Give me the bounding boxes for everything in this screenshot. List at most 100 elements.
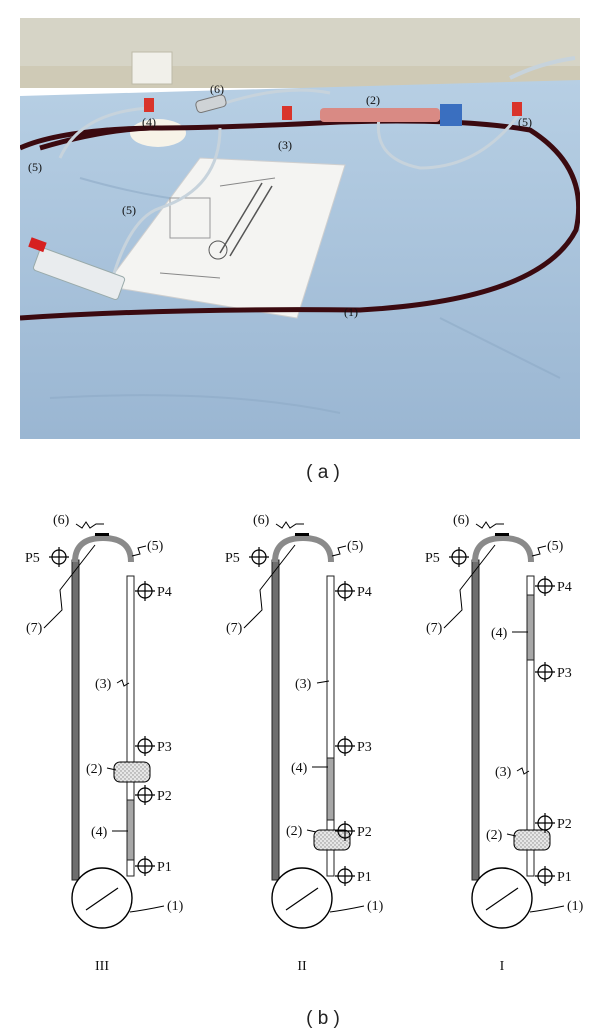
pump-wheel <box>71 867 133 929</box>
config-label-III: III <box>95 959 109 974</box>
blood-segment <box>326 757 335 821</box>
part-label-5: (5) <box>547 539 564 554</box>
port-P2 <box>335 821 355 841</box>
return-tube <box>71 559 80 881</box>
port-label-P1: P1 <box>357 870 372 885</box>
caption-a: ( a ) <box>306 462 340 483</box>
part-label-4: (4) <box>291 761 308 776</box>
part-label-1: (1) <box>567 899 584 914</box>
part-label-2: (2) <box>486 828 503 843</box>
part-label-7: (7) <box>26 621 43 636</box>
part-label-6: (6) <box>253 513 270 528</box>
clamp-mark <box>295 533 309 536</box>
port-label-P5: P5 <box>25 551 40 566</box>
stopcock <box>512 102 522 116</box>
oxygenator <box>113 761 151 783</box>
port-P4 <box>135 581 155 601</box>
paper-sheet <box>104 157 346 319</box>
part-label-5: (5) <box>347 539 364 554</box>
port-P2 <box>135 785 155 805</box>
port-label-P4: P4 <box>557 580 572 595</box>
port-P4 <box>535 576 555 596</box>
label-photo-6: (6) <box>210 82 224 96</box>
stopcock <box>144 98 154 112</box>
label-photo-1: (1) <box>344 305 358 319</box>
part-label-7: (7) <box>426 621 443 636</box>
top-arc <box>472 534 534 563</box>
config-label-I: I <box>500 959 505 974</box>
part-label-1: (1) <box>367 899 384 914</box>
label-photo-2: (2) <box>366 93 380 107</box>
label-photo-5-right: (5) <box>518 115 532 129</box>
clamp-mark <box>95 533 109 536</box>
label-photo-5-left: (5) <box>28 160 42 174</box>
test-segment <box>320 108 440 122</box>
port-P5 <box>449 547 469 567</box>
blood-segment <box>526 594 535 661</box>
blood-segment <box>126 799 135 861</box>
test-tube <box>126 575 135 877</box>
part-label-4: (4) <box>91 825 108 840</box>
port-P4 <box>335 581 355 601</box>
oxygenator <box>313 829 351 851</box>
port-label-P3: P3 <box>157 740 172 755</box>
part-label-2: (2) <box>86 762 103 777</box>
return-tube <box>471 559 480 881</box>
config-label-II: II <box>297 959 307 974</box>
part-label-1: (1) <box>167 899 184 914</box>
part-label-2: (2) <box>286 824 303 839</box>
experiment-photo: (1) (2) (3) (4) (5) (5) (5) (6) <box>20 18 580 439</box>
label-photo-3: (3) <box>278 138 292 152</box>
blood-loop-tube <box>20 118 580 321</box>
part-label-3: (3) <box>95 677 112 692</box>
clear-tube <box>110 127 222 281</box>
loop-schematics: P5P4P3P2P1(6)(5)(7)(3)(2)(4)(1)IIIP5P4P3… <box>25 513 584 974</box>
port-label-P4: P4 <box>157 585 172 600</box>
port-P5 <box>249 547 269 567</box>
port-P3 <box>135 736 155 756</box>
oxygenator <box>513 829 551 851</box>
port-P2 <box>535 813 555 833</box>
port-label-P2: P2 <box>357 825 372 840</box>
return-tube <box>271 559 280 881</box>
port-label-P2: P2 <box>157 789 172 804</box>
pump-wheel <box>471 867 533 929</box>
test-tube <box>326 575 335 877</box>
clamp-mark <box>495 533 509 536</box>
port-P3 <box>335 736 355 756</box>
clamp <box>195 94 227 114</box>
port-label-P3: P3 <box>357 740 372 755</box>
port-label-P2: P2 <box>557 817 572 832</box>
pump-wheel <box>271 867 333 929</box>
part-label-4: (4) <box>491 626 508 641</box>
wall-outlet <box>131 51 173 85</box>
part-label-6: (6) <box>53 513 70 528</box>
stopcock <box>282 106 292 120</box>
top-arc <box>272 534 334 563</box>
label-photo-4: (4) <box>142 115 156 129</box>
port-P1 <box>135 856 155 876</box>
port-label-P1: P1 <box>557 870 572 885</box>
cotton-pad <box>130 119 186 147</box>
port-label-P3: P3 <box>557 666 572 681</box>
port-label-P5: P5 <box>225 551 240 566</box>
port-label-P5: P5 <box>425 551 440 566</box>
port-P1 <box>535 866 555 886</box>
part-label-6: (6) <box>453 513 470 528</box>
label-photo-5-middle: (5) <box>122 203 136 217</box>
port-P3 <box>535 662 555 682</box>
port-label-P4: P4 <box>357 585 372 600</box>
port-P5 <box>49 547 69 567</box>
part-label-3: (3) <box>295 677 312 692</box>
port-label-P1: P1 <box>157 860 172 875</box>
test-tube <box>526 575 535 877</box>
top-arc <box>72 534 134 563</box>
part-label-3: (3) <box>495 765 512 780</box>
syringe <box>33 247 126 300</box>
part-label-7: (7) <box>226 621 243 636</box>
caption-b: ( b ) <box>306 1008 340 1029</box>
part-label-5: (5) <box>147 539 164 554</box>
